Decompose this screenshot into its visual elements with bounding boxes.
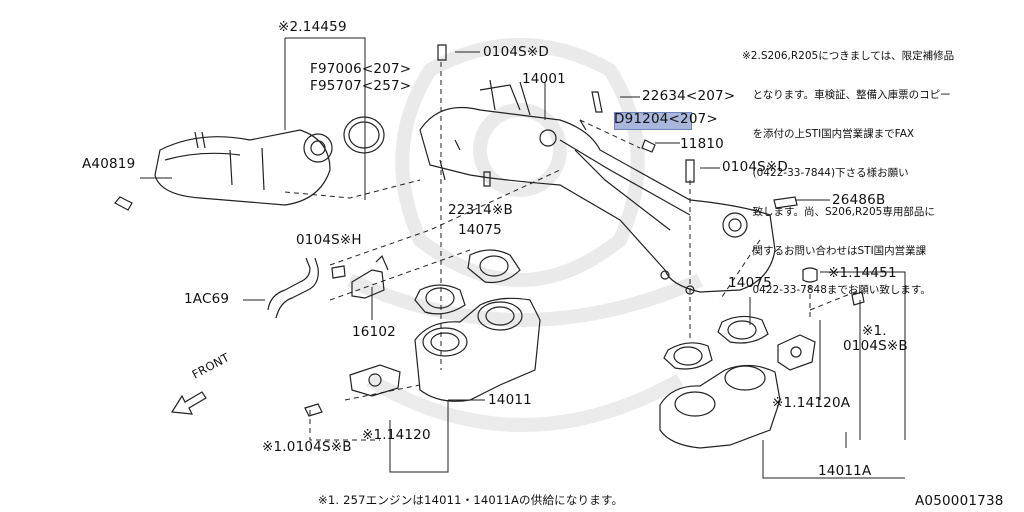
label-22634[interactable]: 22634<207> bbox=[642, 88, 736, 104]
label-2-14459[interactable]: ※2.14459 bbox=[278, 19, 347, 35]
hose-and-sensor-drawing bbox=[267, 254, 389, 319]
front-arrow bbox=[170, 391, 207, 415]
note-line: 関するお問い合わせはSTI国内営業課 bbox=[742, 245, 927, 257]
label-14075-right[interactable]: 14075 bbox=[728, 275, 772, 291]
note-line: を添付の上STI国内営業課までFAX bbox=[742, 128, 915, 140]
label-1-14120a[interactable]: ※1.14120A bbox=[772, 395, 851, 411]
label-22314b[interactable]: 22314※B bbox=[448, 202, 513, 218]
gasket-left-drawing bbox=[414, 249, 521, 315]
dashed-guides bbox=[284, 62, 861, 441]
label-14075-left[interactable]: 14075 bbox=[458, 222, 502, 238]
label-14001[interactable]: 14001 bbox=[522, 71, 566, 87]
figure-id: A050001738 bbox=[915, 493, 1004, 509]
watermark-emblem bbox=[347, 38, 703, 432]
gasket-right-drawing bbox=[663, 315, 769, 370]
label-f95707[interactable]: F95707<257> bbox=[310, 78, 412, 94]
hose-clamp-drawing bbox=[343, 116, 385, 154]
label-1-0104s-b-left[interactable]: ※1.0104S※B bbox=[262, 439, 352, 455]
throttle-body-right-drawing bbox=[659, 267, 865, 449]
label-d91204[interactable]: D91204<207> bbox=[614, 111, 718, 130]
label-14011a[interactable]: 14011A bbox=[818, 463, 872, 479]
note-line: (0422-33-7844)下さる様お願い bbox=[742, 167, 909, 179]
note-line: 0422-33-7848までお願い致します。 bbox=[742, 284, 931, 296]
selected-part-highlight bbox=[614, 112, 692, 130]
leader-lines bbox=[140, 37, 906, 479]
label-1-14120[interactable]: ※1.14120 bbox=[362, 427, 431, 443]
label-bolt-0104s-d-mid[interactable]: 0104S※D bbox=[722, 159, 789, 175]
label-f97006[interactable]: F97006<207> bbox=[310, 61, 412, 77]
note-line: ※2.S206,R205につきましては、限定補修品 bbox=[742, 50, 955, 62]
label-d91204-suffix: <207> bbox=[668, 111, 718, 127]
label-d91204-code: D91204 bbox=[614, 111, 669, 127]
label-26486b[interactable]: 26486B bbox=[832, 192, 886, 208]
label-1ac69[interactable]: 1AC69 bbox=[184, 291, 230, 307]
note-line: となります。車検証、整備入庫票のコピー bbox=[742, 89, 951, 101]
label-0104s-h[interactable]: 0104S※H bbox=[296, 232, 362, 248]
sensor-small-parts bbox=[437, 44, 798, 209]
limited-parts-note: ※2.S206,R205につきましては、限定補修品 となります。車検証、整備入庫… bbox=[742, 24, 954, 323]
note-line: 致します。尚、S206,R205専用部品に bbox=[742, 206, 935, 218]
footnote: ※1. 257エンジンは14011・14011Aの供給になります。 bbox=[318, 493, 624, 507]
label-1-0104s-b-right[interactable]: 0104S※B bbox=[843, 338, 908, 354]
intake-manifold-drawing bbox=[419, 79, 776, 295]
label-bolt-0104s-d-top[interactable]: 0104S※D bbox=[483, 44, 550, 60]
label-1-14451[interactable]: ※1.14451 bbox=[828, 265, 897, 281]
label-11810[interactable]: 11810 bbox=[680, 136, 724, 152]
label-1-0104s-b-right-prefix[interactable]: ※1. bbox=[862, 323, 887, 339]
intake-pipe-drawing bbox=[114, 129, 333, 211]
label-16102[interactable]: 16102 bbox=[352, 324, 396, 340]
throttle-body-left-drawing bbox=[304, 297, 541, 417]
label-a40819[interactable]: A40819 bbox=[82, 156, 136, 172]
label-14011[interactable]: 14011 bbox=[488, 392, 532, 408]
